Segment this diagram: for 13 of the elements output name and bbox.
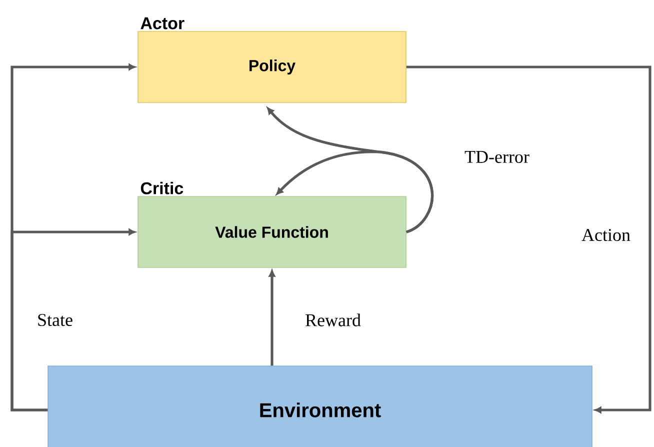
edge-label: State — [36, 312, 74, 328]
edge-label: Reward — [304, 312, 362, 328]
node-label: Critic — [140, 182, 184, 194]
node-label: Actor — [140, 17, 184, 30]
arrow — [10, 228, 136, 412]
arrow — [406, 66, 652, 414]
arrow — [276, 150, 434, 234]
environment-box: Environment — [48, 366, 592, 447]
edge-label: TD-error — [464, 150, 530, 164]
policy-box: Policy Actor — [138, 17, 406, 103]
edge-label: Action — [580, 228, 632, 242]
arrow — [268, 270, 276, 366]
value-function-box: Value Function Critic — [138, 182, 406, 268]
